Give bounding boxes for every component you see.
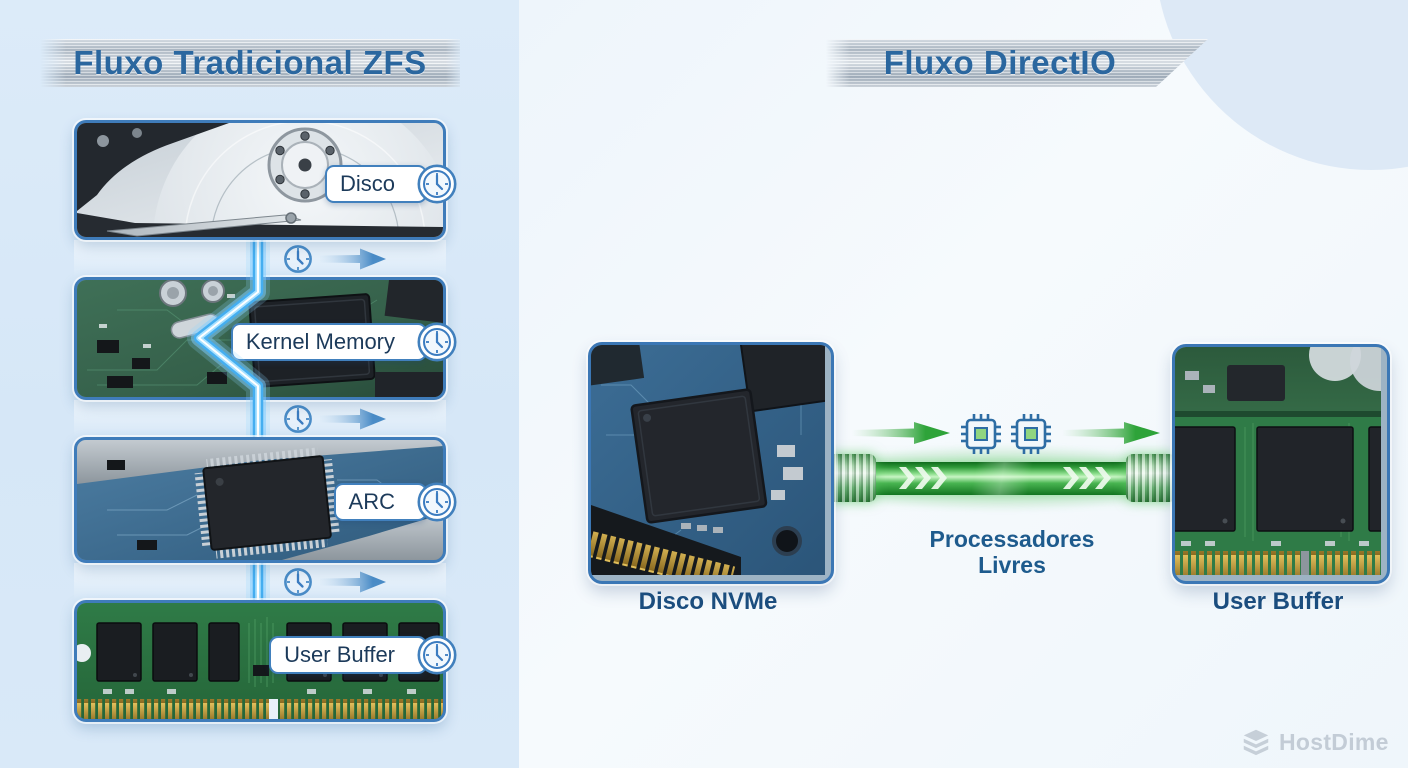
nvme-drive-photo <box>591 345 831 581</box>
ram-photo-frame <box>74 600 446 722</box>
cpu-chip-icon <box>961 414 1001 454</box>
clock-icon <box>284 245 312 273</box>
disco-nvme-photo-frame <box>588 342 834 584</box>
ram-closeup-photo <box>1175 347 1387 575</box>
clock-icon <box>284 405 312 433</box>
chevron-right-icons <box>1063 467 1111 489</box>
right-panel-title: Fluxo DirectIO <box>883 44 1117 81</box>
hostdime-stack-logo-icon <box>1243 729 1269 756</box>
right-title-banner: Fluxo DirectIO <box>826 39 1208 87</box>
stage-label-pill: Disco <box>324 164 457 204</box>
cable-connector-left <box>826 454 876 502</box>
cable-connector-right <box>1126 454 1176 502</box>
background-circle-decoration <box>1155 0 1408 170</box>
disco-nvme-caption: Disco NVMe <box>638 588 778 615</box>
stage-label: User Buffer <box>284 642 395 667</box>
traditional-zfs-panel: Fluxo Tradicional ZFS <box>0 0 519 768</box>
stage-label-pill: ARC <box>333 482 457 522</box>
left-panel-title: Fluxo Tradicional ZFS <box>73 44 427 81</box>
mid-label-line2: Livres <box>978 552 1046 578</box>
right-arrow-icon <box>320 571 386 593</box>
stage-label: Kernel Memory <box>245 329 395 354</box>
stage-disco: Disco <box>74 120 457 240</box>
clock-icon <box>417 635 457 675</box>
clock-icon <box>417 164 457 204</box>
stage-label-pill: User Buffer <box>269 635 457 675</box>
stage-kernel-memory: Kernel Memory <box>74 277 457 400</box>
stage-label-pill: Kernel Memory <box>230 322 457 362</box>
hostdime-brand-text: HostDime <box>1279 728 1389 755</box>
user-buffer-caption: User Buffer <box>1212 588 1344 615</box>
clock-icon <box>417 322 457 362</box>
green-flow-arrow-icon <box>1062 422 1160 444</box>
left-title-banner: Fluxo Tradicional ZFS <box>40 39 460 87</box>
cpu-chip-icon <box>1011 414 1051 454</box>
right-arrow-icon <box>320 408 386 430</box>
stage-user-buffer: User Buffer <box>74 600 457 722</box>
clock-icon <box>284 568 312 596</box>
processadores-livres-label: Processadores Livres <box>902 526 1122 578</box>
chevron-right-icons <box>899 467 947 489</box>
stage-arc: ARC <box>74 437 457 563</box>
mid-label-line1: Processadores <box>929 526 1095 552</box>
gap-connector-1 <box>74 240 446 277</box>
hostdime-watermark: HostDime <box>1240 727 1389 757</box>
green-direct-cable <box>828 462 1176 495</box>
stage-label: Disco <box>339 171 395 196</box>
green-flow-arrow-icon <box>852 422 950 444</box>
stage-label: ARC <box>348 489 395 514</box>
right-arrow-icon <box>320 248 386 270</box>
user-buffer-photo-frame <box>1172 344 1390 584</box>
clock-icon <box>417 482 457 522</box>
gap-connector-2 <box>74 400 446 437</box>
gap-connector-3 <box>74 563 446 600</box>
